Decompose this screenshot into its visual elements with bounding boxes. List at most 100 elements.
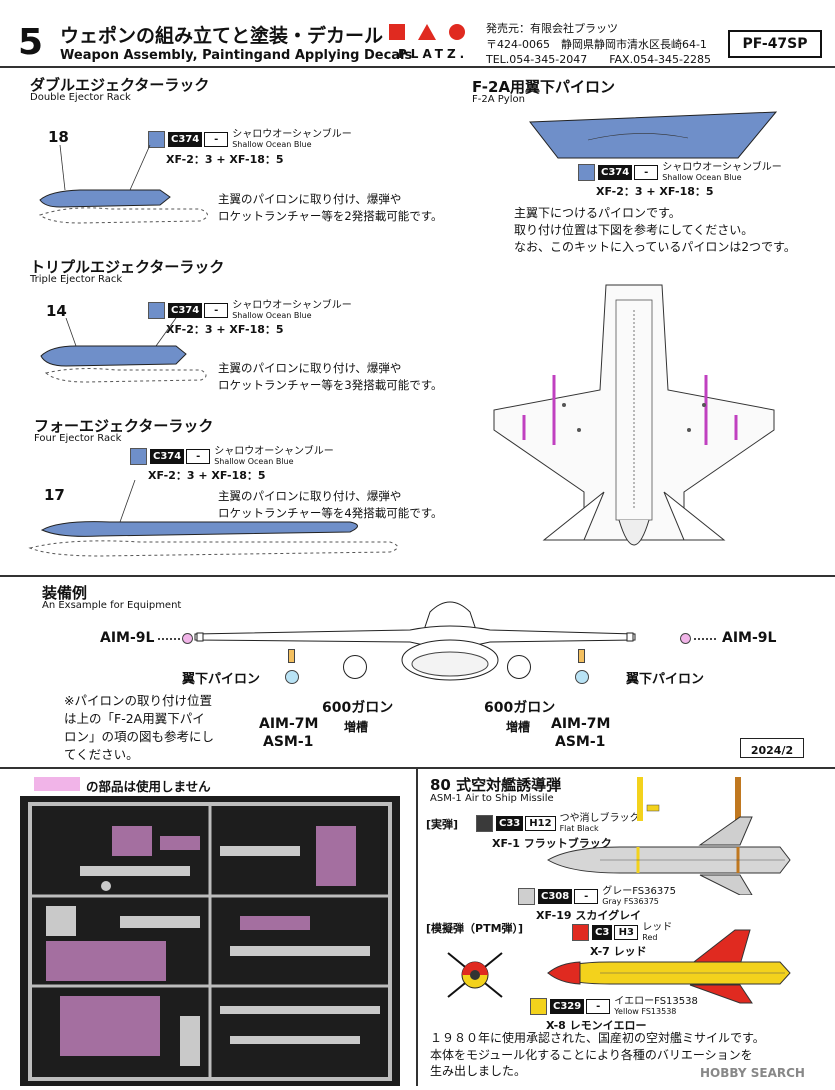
- product-code: PF-47SP: [742, 36, 808, 52]
- part-number-17: 17: [44, 486, 65, 504]
- color-code: C308: [538, 889, 573, 904]
- tank-right-sub: 増槽: [506, 720, 531, 734]
- color-name-en: Flat Black: [559, 823, 599, 833]
- tank-left-marker: [343, 655, 367, 679]
- pylon-title: F-2A用翼下パイロン: [472, 78, 616, 96]
- color-swatch: [530, 998, 547, 1015]
- dotted-leader: [158, 638, 180, 640]
- wing-pylon-right-label: 翼下パイロン: [626, 672, 705, 687]
- sprue-image: [20, 796, 400, 1086]
- color-name: イエローFS13538: [614, 995, 698, 1007]
- color-name-en: Shallow Ocean Blue: [232, 139, 312, 149]
- color-code: C329: [550, 999, 585, 1014]
- asm1-left-label: ASM-1: [263, 734, 314, 750]
- color-name-en: Yellow FS13538: [614, 1006, 677, 1016]
- h-code: H12: [525, 816, 556, 831]
- four-rack-title: フォーエジェクターラック: [34, 417, 214, 435]
- section-divider-1: [0, 575, 835, 577]
- pylon-marker-right: [578, 649, 585, 663]
- double-rack-title: ダブルエジェクターラック: [30, 76, 210, 94]
- contact: TEL.054-345-2047 FAX.054-345-2285: [486, 53, 712, 66]
- header-divider: [0, 66, 835, 68]
- double-ejector-rack-drawing: [20, 144, 220, 239]
- h-code: -: [204, 132, 229, 147]
- color-name-en: Shallow Ocean Blue: [232, 310, 312, 320]
- mix-ratio: XF-2：3 + XF-18：5: [166, 153, 284, 166]
- color-name: つや消しブラック: [559, 812, 640, 824]
- page-title: ウェポンの組み立てと塗装・デカール: [60, 25, 384, 47]
- color-swatch: [518, 888, 535, 905]
- address: 〒424-0065 静岡県静岡市清水区長崎64-1: [486, 38, 707, 51]
- color-code: C374: [168, 132, 203, 147]
- triple-ejector-rack-drawing: [36, 317, 216, 392]
- color-name-en: Gray FS36375: [602, 896, 659, 906]
- color-swatch: [578, 164, 595, 181]
- double-rack-note: 主翼のパイロンに取り付け、爆弾やロケットランチャー等を2発搭載可能です。: [218, 192, 443, 223]
- aim9l-right-label: AIM-9L: [722, 630, 777, 646]
- color-name-en: Red: [642, 932, 658, 942]
- date: 2024/2: [750, 744, 794, 757]
- equipment-subtitle: An Exsample for Equipment: [42, 600, 182, 611]
- tank-right-label: 600ガロン: [484, 700, 556, 716]
- ptm-round-label: [模擬弾（PTM弾）]: [426, 922, 524, 935]
- h-code: H3: [614, 925, 639, 940]
- color-name: レッド: [642, 921, 673, 933]
- mix-ratio: X-7 レッド: [590, 945, 647, 958]
- h-code: -: [574, 889, 599, 904]
- aim9l-right-marker: [680, 633, 691, 644]
- live-round-label: [実弾]: [426, 818, 459, 831]
- product-code-box: PF-47SP: [728, 30, 822, 58]
- asm1-ptm-front-view: [440, 945, 510, 1009]
- unused-parts-swatch: [34, 777, 80, 791]
- aim7m-left-label: AIM-7M: [259, 716, 319, 732]
- color-name: シャロウオーシャンブルー: [214, 445, 334, 457]
- f2a-pylon-drawing: [528, 110, 778, 166]
- logo-text: PLATZ.: [398, 47, 469, 61]
- tank-left-label: 600ガロン: [322, 700, 394, 716]
- color-name: シャロウオーシャンブルー: [232, 128, 352, 140]
- color-swatch: [148, 302, 165, 319]
- tank-right-marker: [507, 655, 531, 679]
- mix-ratio: XF-2：3 + XF-18：5: [166, 323, 284, 336]
- missile-description: １９８０年に使用承認された、国産初の空対艦ミサイルです。本体をモジュール化するこ…: [430, 1031, 765, 1078]
- mix-ratio: XF-2：3 + XF-18：5: [148, 469, 266, 482]
- dotted-leader: [694, 638, 716, 640]
- color-name: グレーFS36375: [602, 885, 676, 897]
- color-code: C374: [150, 449, 185, 464]
- color-name: シャロウオーシャンブルー: [232, 299, 352, 311]
- step-number: 5: [18, 22, 44, 63]
- date-box: 2024/2: [740, 738, 804, 758]
- equipment-note: ※パイロンの取り付け位置は上の「F-2A用翼下パイロン」の項の図も参考にしてくだ…: [64, 693, 215, 762]
- color-name: シャロウオーシャンブルー: [662, 161, 782, 173]
- watermark: HOBBY SEARCH: [700, 1066, 805, 1080]
- aim7m-right-marker: [575, 670, 589, 684]
- tank-left-sub: 増槽: [344, 720, 369, 734]
- color-code: C374: [598, 165, 633, 180]
- platz-logo: [387, 22, 472, 66]
- asm1-live-drawing: [540, 775, 800, 899]
- h-code: -: [186, 449, 211, 464]
- aim7m-left-marker: [285, 670, 299, 684]
- color-code: C374: [168, 303, 203, 318]
- mix-ratio: XF-1 フラットブラック: [492, 837, 612, 850]
- h-code: -: [586, 999, 611, 1014]
- unused-parts-legend: の部品は使用しません: [86, 779, 211, 794]
- part-number-14: 14: [46, 302, 67, 320]
- publisher: 発売元：有限会社プラッツ: [486, 22, 618, 35]
- asm1-right-label: ASM-1: [555, 734, 606, 750]
- color-code: C3: [592, 925, 613, 940]
- wing-pylon-left-label: 翼下パイロン: [182, 672, 261, 687]
- aim7m-right-label: AIM-7M: [551, 716, 611, 732]
- mix-ratio: X-8 レモンイエロー: [546, 1019, 647, 1032]
- four-rack-subtitle: Four Ejector Rack: [34, 433, 122, 444]
- asm1-ptm-drawing: [540, 925, 800, 1009]
- color-code: C33: [496, 816, 524, 831]
- color-name-en: Shallow Ocean Blue: [662, 172, 742, 182]
- h-code: -: [204, 303, 229, 318]
- color-swatch: [476, 815, 493, 832]
